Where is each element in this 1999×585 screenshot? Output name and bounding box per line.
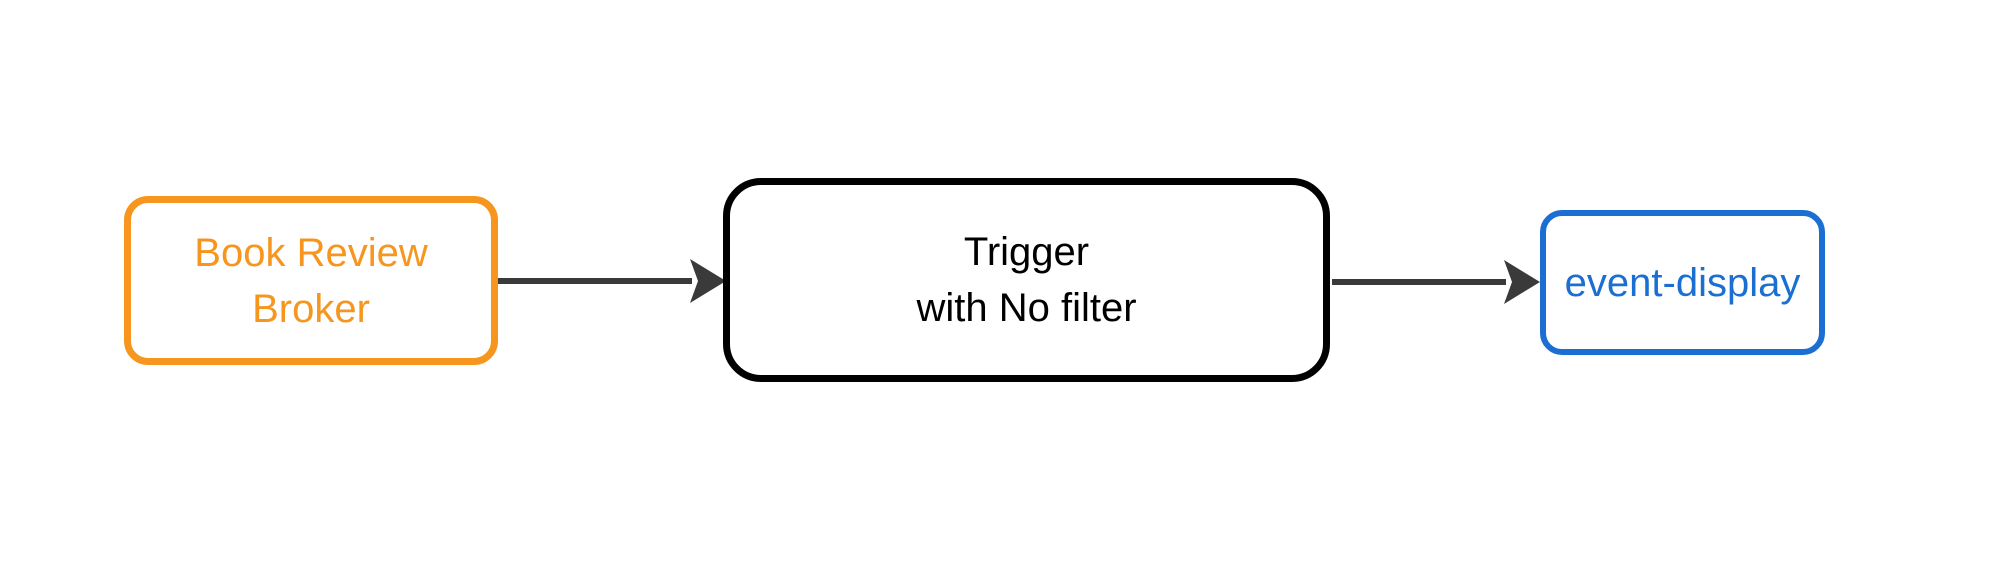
edge-arrowhead <box>1504 260 1540 304</box>
node-event-display: event-display <box>1540 210 1825 355</box>
node-label: Book Review Broker <box>194 230 428 331</box>
edge-broker-to-trigger <box>498 259 726 303</box>
node-trigger: Trigger with No filter <box>723 178 1330 382</box>
edge-arrowhead <box>690 259 726 303</box>
node-label: event-display <box>1564 260 1801 305</box>
node-book-review-broker: Book Review Broker <box>124 196 498 365</box>
edge-trigger-to-event-display <box>1332 260 1540 304</box>
node-label: Trigger with No filter <box>916 230 1137 330</box>
